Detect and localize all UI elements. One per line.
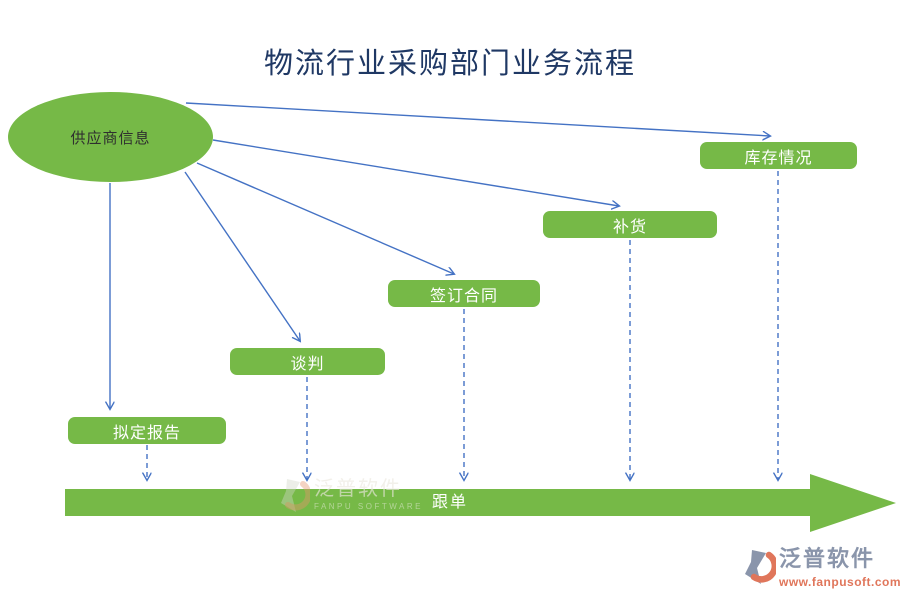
node-negotiation: 谈判: [230, 348, 385, 375]
node-sign-contract: 签订合同: [388, 280, 540, 307]
node-inventory-status-label: 库存情况: [744, 149, 813, 167]
node-sign-contract-label: 签订合同: [429, 287, 498, 305]
node-negotiation-label: 谈判: [290, 355, 325, 373]
fanpu-logo: 泛普软件 www.fanpusoft.com: [742, 546, 900, 589]
node-replenishment-label: 补货: [612, 218, 647, 236]
fanpu-logo-icon: [745, 550, 776, 584]
fanpu-website-url: www.fanpusoft.com: [779, 575, 900, 589]
node-supplier-info-label: 供应商信息: [70, 129, 151, 147]
node-draft-report: 拟定报告: [68, 417, 226, 444]
follow-up-arrow-shape: [65, 474, 896, 532]
connector-supplier-to-negotiation: [184, 171, 300, 341]
connector-supplier-to-replenishment: [212, 139, 619, 206]
fanpu-logo-text: 泛普软件 www.fanpusoft.com: [779, 546, 900, 589]
node-replenishment: 补货: [543, 211, 717, 238]
node-inventory-status: 库存情况: [700, 142, 857, 169]
node-supplier-info: 供应商信息: [8, 92, 213, 182]
connector-supplier-to-inventory: [185, 102, 770, 136]
node-draft-report-label: 拟定报告: [112, 424, 181, 442]
fanpu-brand-text: 泛普软件: [779, 546, 876, 571]
connector-supplier-to-contract: [196, 162, 454, 274]
diagram-title: 物流行业采购部门业务流程: [263, 48, 636, 80]
follow-up-arrow-label: 跟单: [431, 494, 468, 511]
